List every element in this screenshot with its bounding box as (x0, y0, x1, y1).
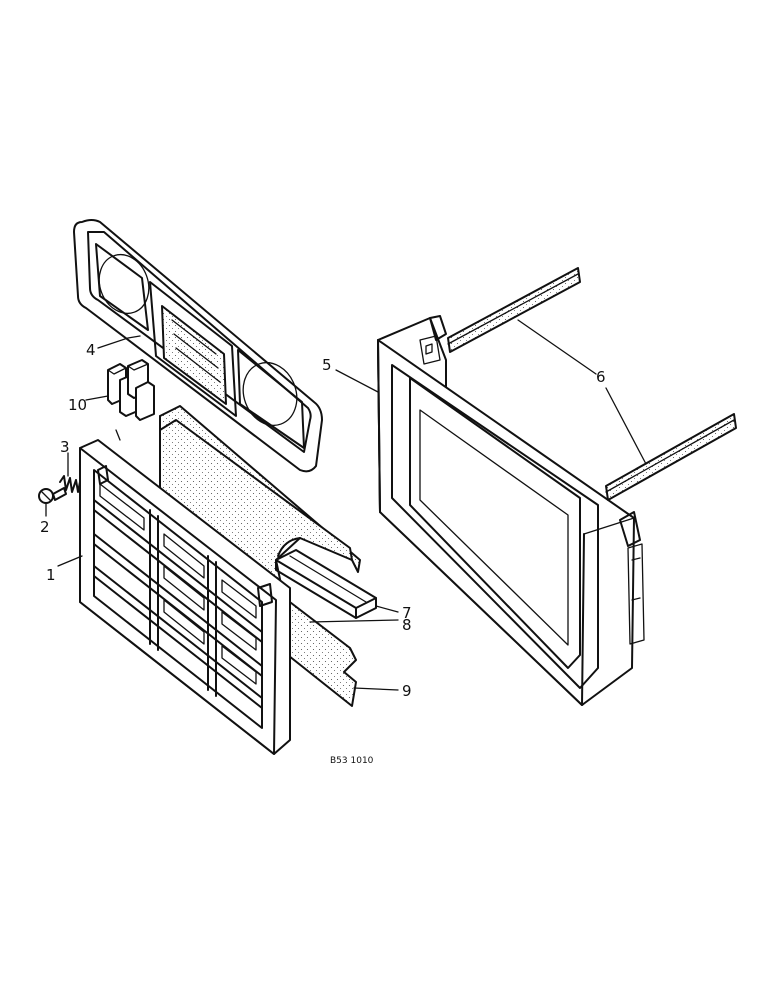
bolt-part (38, 487, 67, 504)
callout-9: 9 (402, 682, 412, 700)
lower-baffle-part (281, 595, 357, 707)
shroud-frame-part (377, 315, 645, 706)
leader-lines (45, 319, 647, 691)
mounting-strips-part (447, 267, 737, 501)
callout-6: 6 (596, 368, 606, 386)
callout-1: 1 (46, 566, 56, 584)
callout-3: 3 (60, 438, 70, 456)
front-grille-part (79, 429, 291, 755)
callout-4: 4 (86, 341, 96, 359)
callout-5: 5 (322, 356, 332, 374)
figure-reference: B53 1010 (330, 756, 374, 766)
seal-strip-part (275, 549, 377, 619)
callout-10: 10 (68, 396, 87, 414)
callout-2: 2 (40, 518, 50, 536)
headlamp-grille-part (73, 219, 323, 473)
callout-8: 8 (402, 616, 412, 634)
spring-part (59, 475, 81, 493)
callout-7: 7 (402, 604, 412, 622)
rubber-blocks-part (107, 359, 155, 421)
